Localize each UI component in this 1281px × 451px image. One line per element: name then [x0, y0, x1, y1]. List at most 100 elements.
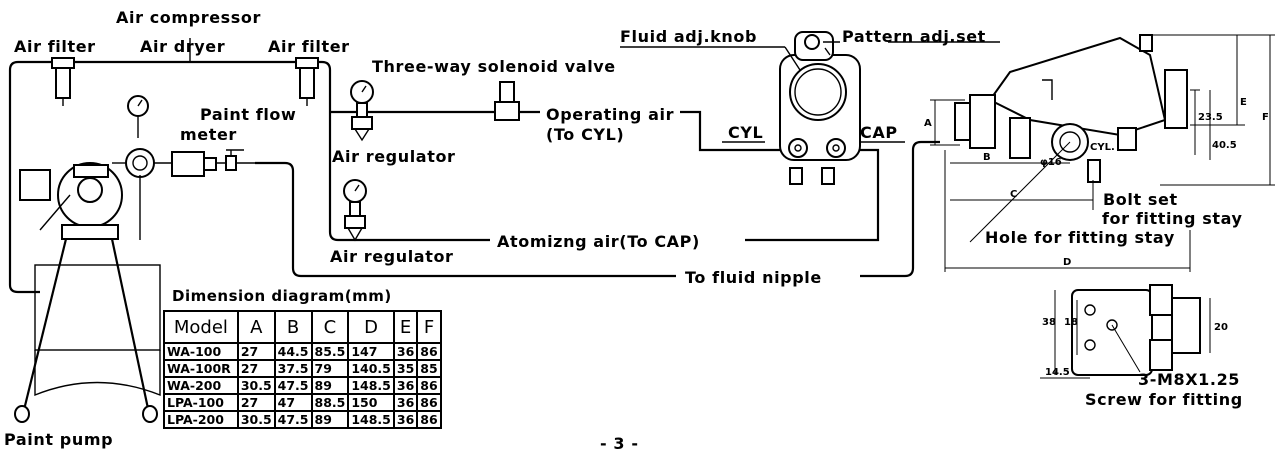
table-cell: 89 — [310, 410, 350, 429]
dim-38: 38 — [1042, 317, 1056, 328]
table-cell: 47.5 — [273, 376, 313, 395]
solenoid-valve-symbol — [494, 81, 520, 121]
table-row: WA-100 27 44.5 85.5 147 36 86 — [163, 342, 442, 361]
dim-e: E — [1240, 97, 1247, 108]
table-cell: 85 — [416, 359, 442, 378]
table-header: E — [392, 310, 419, 344]
table-cell: WA-200 — [163, 376, 239, 395]
label-to-fluid-nipple: To fluid nipple — [685, 268, 822, 287]
label-pattern-adj-set: Pattern adj.set — [842, 27, 986, 46]
dim-23-5: 23.5 — [1198, 112, 1223, 123]
label-to-cyl: (To CYL) — [546, 125, 624, 144]
label-cap: CAP — [860, 123, 898, 142]
table-cell: 150 — [347, 393, 395, 412]
paint-flow-meter-symbol — [112, 95, 255, 178]
label-cyl: CYL — [728, 123, 763, 142]
label-bolt-set-2: for fitting stay — [1102, 209, 1243, 228]
gun-side-view — [930, 34, 1275, 272]
label-operating-air: Operating air — [546, 105, 674, 124]
table-cell: LPA-100 — [163, 393, 239, 412]
fitting-view — [1040, 284, 1211, 379]
dim-phi16: φ16 — [1040, 157, 1062, 168]
table-cell: 27 — [236, 342, 276, 361]
label-screw-spec: 3-M8X1.25 — [1138, 370, 1240, 389]
table-cell: 47.5 — [273, 410, 313, 429]
table-cell: 79 — [310, 359, 350, 378]
table-row: WA-100R 27 37.5 79 140.5 35 85 — [163, 359, 442, 378]
table-cell: 47 — [273, 393, 313, 412]
table-row: WA-200 30.5 47.5 89 148.5 36 86 — [163, 376, 442, 395]
label-hole-fitting-stay: Hole for fitting stay — [985, 228, 1175, 247]
gun-back-view — [620, 31, 1000, 185]
label-three-way-valve: Three-way solenoid valve — [372, 57, 616, 76]
atomizing-air-line — [338, 148, 880, 242]
label-air-regulator-top: Air regulator — [332, 147, 456, 166]
label-atomizing-air: Atomizng air(To CAP) — [497, 232, 700, 251]
table-header: F — [416, 310, 442, 344]
label-air-dryer: Air dryer — [140, 37, 225, 56]
table-cell: 30.5 — [236, 410, 276, 429]
table-cell: 27 — [236, 359, 276, 378]
dim-f: F — [1262, 112, 1269, 123]
table-cell: 85.5 — [310, 342, 350, 361]
air-filter-left-symbol — [51, 57, 75, 106]
table-cell: 36 — [392, 342, 419, 361]
table-cell: 27 — [236, 393, 276, 412]
table-cell: WA-100R — [163, 359, 239, 378]
dim-20: 20 — [1214, 322, 1228, 333]
dim-14-5: 14.5 — [1045, 367, 1070, 378]
table-cell: 36 — [392, 376, 419, 395]
table-header: Model — [163, 310, 239, 344]
label-air-regulator-bottom: Air regulator — [330, 247, 454, 266]
table-cell: 140.5 — [347, 359, 395, 378]
dimension-table-title: Dimension diagram(mm) — [172, 287, 392, 305]
dim-cyl-small: CYL. — [1090, 142, 1115, 153]
air-regulator-top-symbol — [350, 80, 374, 142]
table-cell: 89 — [310, 376, 350, 395]
dim-a: A — [924, 118, 932, 129]
table-cell: 86 — [416, 342, 442, 361]
air-filter-right-symbol — [295, 57, 319, 106]
label-air-filter-right: Air filter — [268, 37, 350, 56]
table-cell: 36 — [392, 410, 419, 429]
table-cell: 86 — [416, 393, 442, 412]
table-header: B — [273, 310, 313, 344]
label-paint-pump: Paint pump — [4, 430, 113, 449]
table-header-row: Model A B C D E F — [163, 310, 442, 344]
dim-b: B — [983, 152, 991, 163]
table-cell: 37.5 — [273, 359, 313, 378]
label-air-compressor: Air compressor — [116, 8, 261, 27]
table-cell: 148.5 — [347, 376, 395, 395]
label-fluid-adj-knob: Fluid adj.knob — [620, 27, 757, 46]
table-cell: 36 — [392, 393, 419, 412]
table-cell: LPA-200 — [163, 410, 239, 429]
air-regulator-bottom-symbol — [343, 179, 367, 242]
dim-40-5: 40.5 — [1212, 140, 1237, 151]
table-cell: 35 — [392, 359, 419, 378]
label-screw-for-fitting: Screw for fitting — [1085, 390, 1243, 409]
label-air-filter-left: Air filter — [14, 37, 96, 56]
table-cell: 86 — [416, 376, 442, 395]
table-cell: WA-100 — [163, 342, 239, 361]
table-header: A — [236, 310, 276, 344]
table-header: D — [347, 310, 395, 344]
label-paint-flow-2: meter — [180, 125, 237, 144]
page-number: - 3 - — [600, 434, 639, 451]
paint-pump-symbol — [14, 162, 161, 423]
dimension-table: Model A B C D E F WA-100 27 44.5 85.5 14… — [163, 310, 442, 429]
label-bolt-set-1: Bolt set — [1103, 190, 1178, 209]
table-cell: 30.5 — [236, 376, 276, 395]
table-cell: 44.5 — [273, 342, 313, 361]
table-row: LPA-200 30.5 47.5 89 148.5 36 86 — [163, 410, 442, 429]
label-paint-flow-1: Paint flow — [200, 105, 296, 124]
dim-18: 18 — [1064, 317, 1078, 328]
table-cell: 88.5 — [310, 393, 350, 412]
table-cell: 86 — [416, 410, 442, 429]
table-cell: 148.5 — [347, 410, 395, 429]
dim-d: D — [1063, 257, 1071, 268]
table-cell: 147 — [347, 342, 395, 361]
air-supply-line — [8, 38, 339, 294]
paint-line — [255, 140, 940, 278]
dim-c: C — [1010, 189, 1017, 200]
